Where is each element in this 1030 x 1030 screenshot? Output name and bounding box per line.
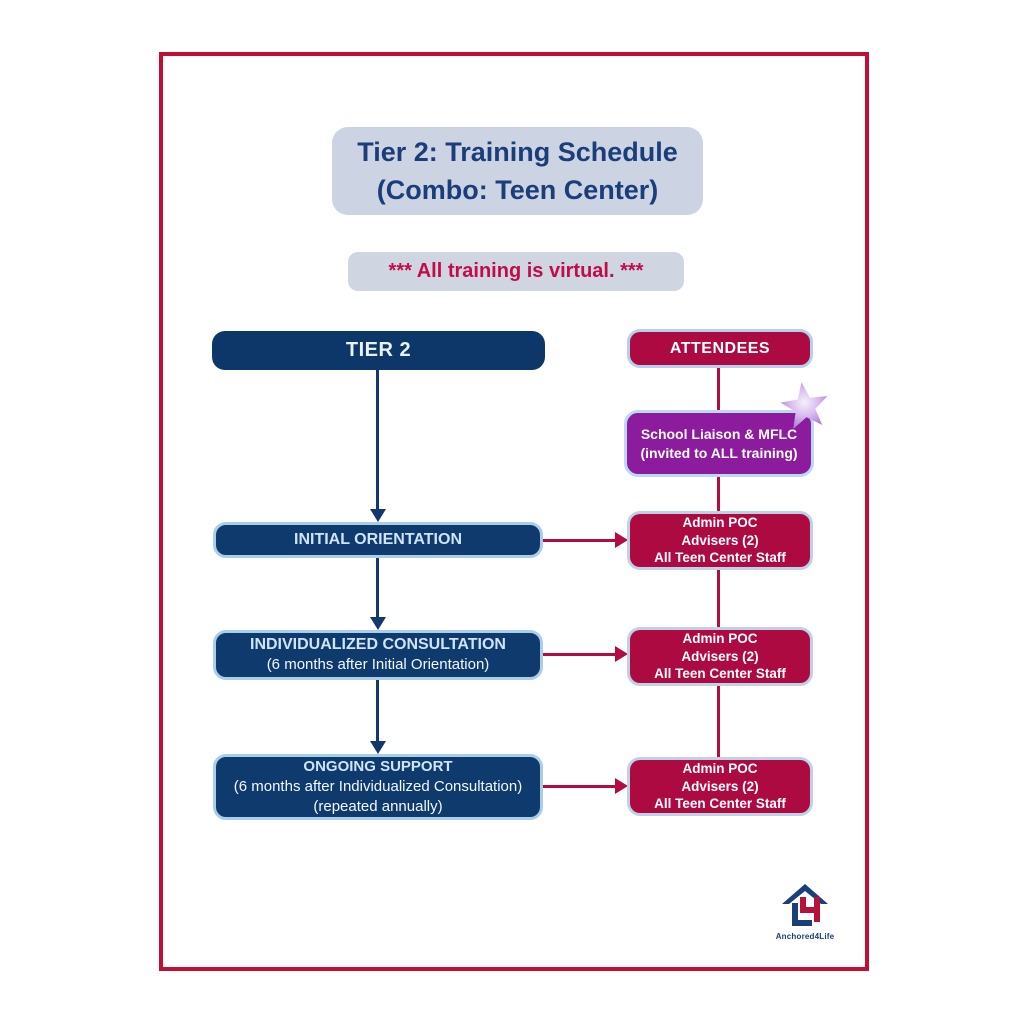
page-title-line1: Tier 2: Training Schedule — [357, 137, 678, 167]
page-title: Tier 2: Training Schedule (Combo: Teen C… — [332, 127, 703, 215]
school-liaison-mflc-box: School Liaison & MFLC (invited to ALL tr… — [624, 410, 814, 477]
step-individualized-consultation: INDIVIDUALIZED CONSULTATION (6 months af… — [213, 630, 543, 680]
attendee-box-ongoing-line2: Advisers (2) — [681, 778, 759, 794]
arrowhead-down-initial-orientation — [369, 509, 386, 522]
virtual-training-notice-text: *** All training is virtual. *** — [388, 260, 644, 282]
page-border: Tier 2: Training Schedule (Combo: Teen C… — [159, 52, 869, 971]
tier2-column-header-label: TIER 2 — [345, 339, 412, 361]
school-liaison-line1: School Liaison & MFLC — [640, 425, 798, 442]
attendee-box-ongoing-line3: All Teen Center Staff — [654, 796, 786, 812]
step-ongoing-subtitle1: (6 months after Individualized Consultat… — [233, 778, 523, 795]
step-individualized-subtitle: (6 months after Initial Orientation) — [266, 656, 490, 673]
connector-ongoing-to-attendees — [543, 785, 617, 788]
attendee-box-initial: Admin POC Advisers (2) All Teen Center S… — [627, 511, 813, 570]
attendee-box-initial-line2: Advisers (2) — [681, 532, 759, 548]
page-title-line2: (Combo: Teen Center) — [376, 175, 659, 205]
tier2-column-header: TIER 2 — [212, 331, 545, 370]
attendee-box-initial-line3: All Teen Center Staff — [654, 550, 786, 566]
arrowhead-down-ongoing — [369, 741, 386, 754]
attendees-column-header-label: ATTENDEES — [669, 339, 771, 357]
attendee-box-individualized: Admin POC Advisers (2) All Teen Center S… — [627, 627, 813, 686]
attendee-box-ongoing-line1: Admin POC — [682, 761, 758, 777]
arrowhead-right-attendees-1 — [615, 532, 628, 548]
attendee-box-ongoing: Admin POC Advisers (2) All Teen Center S… — [627, 757, 813, 816]
anchored4life-logo-caption: Anchored4Life — [775, 932, 835, 941]
step-initial-orientation-title: INITIAL ORIENTATION — [294, 531, 462, 548]
attendee-box-individualized-line2: Advisers (2) — [681, 648, 759, 664]
connector-tier2-to-initial-orientation — [376, 370, 379, 510]
connector-initial-to-individualized — [376, 558, 379, 618]
step-initial-orientation: INITIAL ORIENTATION — [213, 522, 543, 558]
connector-individualized-to-attendees — [543, 653, 617, 656]
attendee-box-individualized-line1: Admin POC — [682, 631, 758, 647]
virtual-training-notice: *** All training is virtual. *** — [348, 252, 684, 291]
arrowhead-right-attendees-3 — [615, 778, 628, 794]
attendee-box-initial-line1: Admin POC — [682, 515, 758, 531]
step-ongoing-subtitle2: (repeated annually) — [313, 798, 443, 815]
attendee-box-individualized-line3: All Teen Center Staff — [654, 666, 786, 682]
step-ongoing-title: ONGOING SUPPORT — [303, 758, 453, 775]
school-liaison-line2: (invited to ALL training) — [640, 444, 798, 461]
star-icon — [780, 382, 828, 430]
attendees-column-header: ATTENDEES — [627, 329, 813, 368]
step-individualized-title: INDIVIDUALIZED CONSULTATION — [250, 636, 506, 653]
connector-initial-to-attendees — [543, 539, 617, 542]
arrowhead-right-attendees-2 — [615, 646, 628, 662]
connector-individualized-to-ongoing — [376, 680, 379, 742]
step-ongoing-support: ONGOING SUPPORT (6 months after Individu… — [213, 754, 543, 820]
arrowhead-down-individualized — [369, 617, 386, 630]
anchored4life-logo-icon — [782, 884, 828, 926]
